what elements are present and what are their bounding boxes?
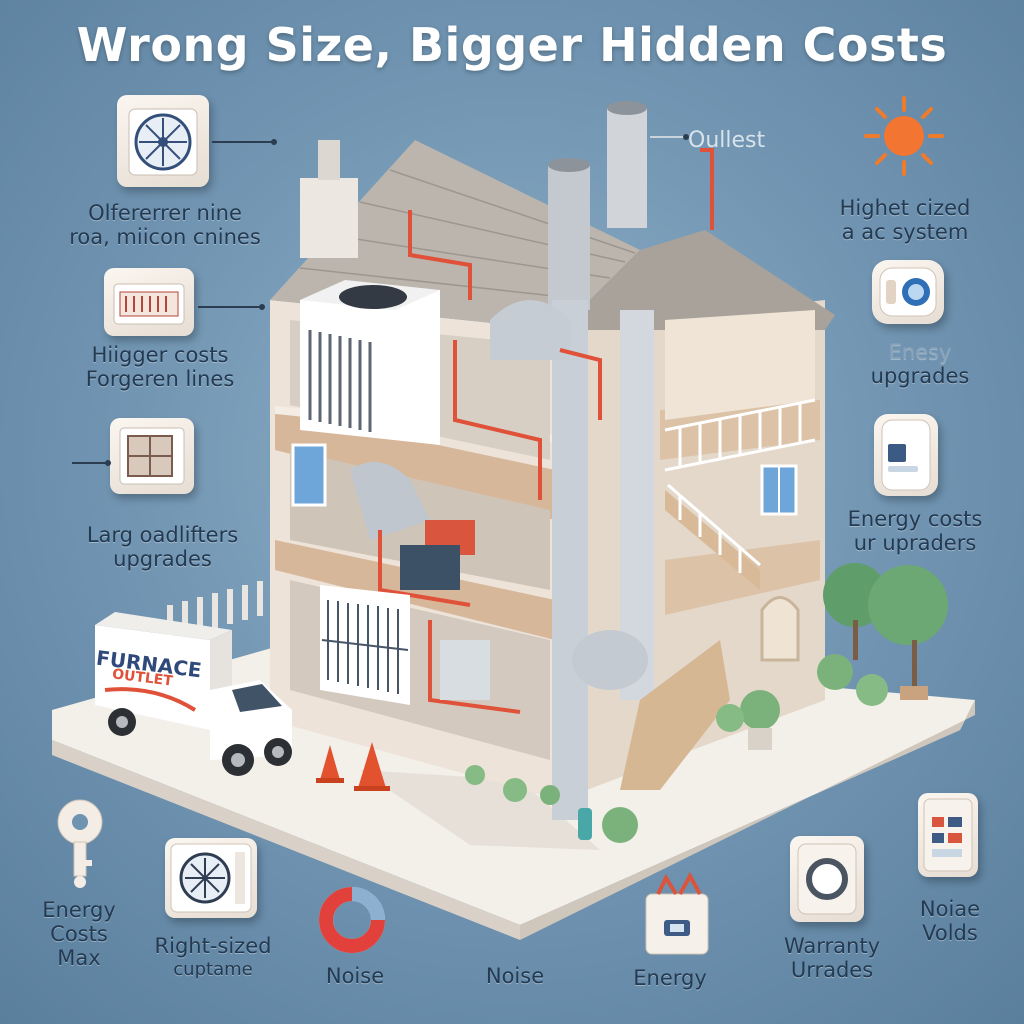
left-label-1-line2: roa, miicon cnines	[69, 225, 261, 249]
left-label-3-line1: Larg oadlifters	[86, 523, 239, 547]
sun-icon	[864, 96, 944, 176]
bottom-label-3: Noise	[325, 964, 385, 988]
duct-fitting-icon	[790, 836, 864, 922]
right-label-2-line2: upgrades	[870, 364, 970, 388]
bottom-label-1-line2: Costs	[50, 922, 108, 946]
toolbox-icon	[645, 871, 709, 955]
right-label-1-line1: Highet cized	[839, 196, 971, 220]
water-heater-icon	[874, 414, 938, 496]
mini-split-icon	[165, 838, 257, 918]
bottom-label-1-line1: Energy	[42, 898, 116, 922]
bottom-label-4: Noise	[485, 964, 545, 988]
right-label-3-line1: Energy costs	[847, 507, 983, 531]
left-label-2-line1: Hiigger costs	[91, 343, 229, 367]
key-icon	[57, 799, 103, 888]
leader-line	[72, 460, 111, 466]
leader-line	[650, 134, 689, 140]
vent-unit-icon	[104, 268, 194, 336]
bottom-label-5: Energy	[633, 966, 707, 990]
right-label-3-line2: ur upraders	[853, 531, 977, 555]
leader-line	[198, 304, 265, 310]
bottom-label-2-line2: cuptame	[173, 959, 253, 980]
bottom-label-7-line2: Volds	[922, 921, 978, 945]
bottom-label-6-line1: Warranty	[783, 934, 881, 958]
right-label-1-line2: a ac system	[841, 220, 969, 244]
noise-ring-icon	[319, 887, 385, 953]
bottom-label-2-line1: Right-sized	[154, 934, 272, 958]
ac-fan-unit-icon	[117, 95, 209, 187]
right-label-2-line1: Enesy	[888, 340, 952, 364]
left-label-1-line1: Olfererrer nine	[88, 201, 242, 225]
left-label-2-line2: Forgeren lines	[85, 367, 235, 391]
leader-line	[212, 139, 277, 145]
control-panel-icon	[918, 793, 978, 877]
bottom-label-7-line1: Noiae	[919, 897, 981, 921]
bottom-label-1-line3: Max	[57, 946, 101, 970]
bottom-label-6-line2: Urrades	[790, 958, 874, 982]
roof-label: Oullest	[688, 128, 765, 153]
left-label-3-line2: upgrades	[113, 547, 212, 571]
window-unit-icon	[110, 418, 194, 494]
thermostat-icon	[872, 260, 944, 324]
page-title: Wrong Size, Bigger Hidden Costs	[76, 18, 948, 72]
roof-label-text: Oullest	[688, 128, 766, 153]
